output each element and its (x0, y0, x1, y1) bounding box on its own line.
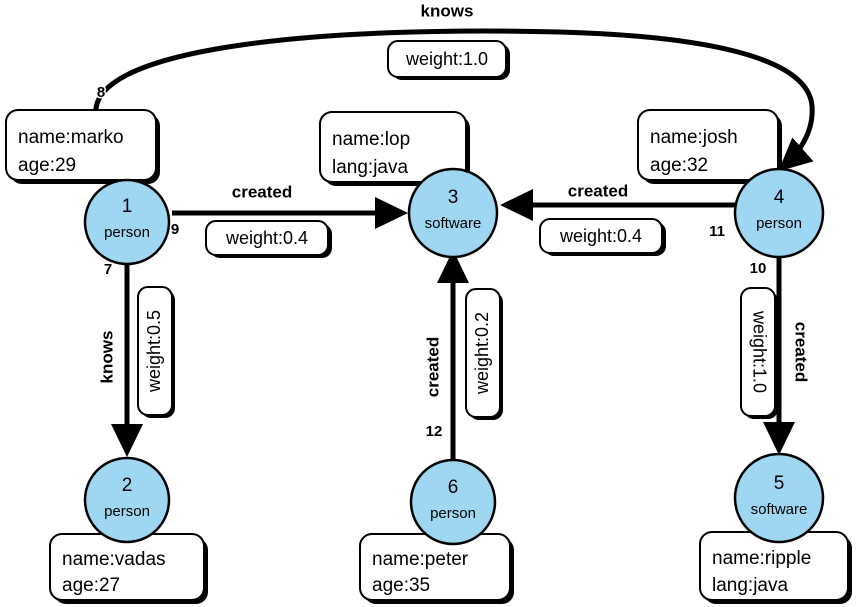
edge-12-weight: weight:0.2 (465, 288, 503, 420)
node-5-id: 5 (774, 473, 785, 494)
props-node-1-line-1: name:marko (18, 127, 124, 148)
node-3-id: 3 (448, 187, 459, 208)
edge-12-name: created (423, 337, 442, 397)
edge-8-name: knows (421, 1, 474, 20)
props-node-3-box (319, 111, 467, 183)
edge-10-name: created (792, 322, 811, 382)
node-5-circle[interactable] (733, 452, 825, 544)
props-node-4-line-2: age:32 (650, 155, 708, 176)
node-4-id: 4 (774, 187, 785, 208)
props-node-5-line-1: name:ripple (712, 548, 811, 569)
edge-9-weight-text: weight:0.4 (225, 228, 308, 248)
edge-7-id: 7 (104, 261, 112, 278)
edge-12-id: 12 (426, 423, 443, 440)
edge-9-id: 9 (171, 221, 179, 238)
props-node-6-line-1: name:peter (372, 549, 469, 570)
node-6-circle[interactable] (409, 458, 497, 546)
props-node-3: name:lop lang:java (319, 111, 470, 186)
node-1-circle[interactable] (83, 178, 171, 266)
props-node-1: name:marko age:29 (5, 109, 160, 184)
edge-7-name: knows (97, 331, 116, 384)
props-node-4: name:josh age:32 (637, 109, 782, 184)
edge-9-weight-box (205, 220, 329, 256)
props-node-3-line-1: name:lop (332, 129, 410, 150)
edge-7-weight-text: weight:0.5 (144, 310, 164, 393)
node-3-circle[interactable] (407, 167, 499, 259)
edge-11-id: 11 (709, 223, 725, 240)
props-node-2-line-2: age:27 (62, 575, 120, 596)
props-node-3-line-2: lang:java (332, 157, 408, 178)
node-1-label: person (104, 224, 150, 241)
edge-10-weight-box (740, 287, 776, 417)
node-1[interactable]: 1 person (83, 178, 171, 266)
node-4-circle[interactable] (733, 167, 825, 259)
edge-12-weight-box (465, 288, 501, 418)
props-node-2-line-1: name:vadas (62, 549, 166, 570)
edge-9-name: created (232, 182, 292, 201)
edge-8 (93, 28, 815, 172)
node-2-circle[interactable] (83, 456, 171, 544)
edge-12-weight-text: weight:0.2 (472, 312, 492, 395)
node-2-label: person (104, 503, 150, 520)
edge-8-weight: weight:1.0 (387, 40, 510, 80)
node-1-id: 1 (122, 196, 133, 217)
node-6-id: 6 (448, 477, 459, 498)
node-4-label: person (756, 215, 802, 232)
edge-11-weight: weight:0.4 (539, 218, 666, 256)
node-2[interactable]: 2 person (83, 456, 171, 544)
node-6-label: person (430, 505, 476, 522)
edge-8-weight-text: weight:1.0 (405, 49, 488, 69)
props-node-6: name:peter age:35 (359, 533, 514, 604)
node-6[interactable]: 6 person (409, 458, 497, 546)
node-5-label: software (751, 501, 808, 518)
edge-8-path (93, 28, 815, 172)
edge-9-weight: weight:0.4 (205, 220, 332, 258)
props-node-5: name:ripple lang:java (699, 531, 852, 604)
node-3[interactable]: 3 software (407, 167, 499, 259)
edge-10-weight-text: weight:1.0 (749, 310, 769, 393)
edge-10-weight: weight:1.0 (740, 287, 778, 419)
node-4[interactable]: 4 person (733, 167, 825, 259)
props-node-4-box (637, 109, 779, 181)
edge-7-weight-box (137, 286, 173, 416)
edge-10-id: 10 (750, 260, 767, 277)
props-node-5-line-2: lang:java (712, 575, 788, 596)
node-2-id: 2 (122, 475, 133, 496)
edge-11-weight-box (539, 218, 663, 254)
props-node-6-line-2: age:35 (372, 575, 430, 596)
edge-11-name: created (568, 181, 628, 200)
edge-11-weight-text: weight:0.4 (559, 226, 642, 246)
edge-8-weight-box (387, 40, 507, 78)
node-5[interactable]: 5 software (733, 452, 825, 544)
props-node-1-line-2: age:29 (18, 155, 76, 176)
props-node-1-box (5, 109, 157, 181)
node-3-label: software (425, 215, 482, 232)
props-node-4-line-1: name:josh (650, 127, 738, 148)
edge-8-id: 8 (97, 84, 105, 101)
props-node-2: name:vadas age:27 (49, 533, 208, 604)
edge-7-weight: weight:0.5 (137, 286, 175, 418)
